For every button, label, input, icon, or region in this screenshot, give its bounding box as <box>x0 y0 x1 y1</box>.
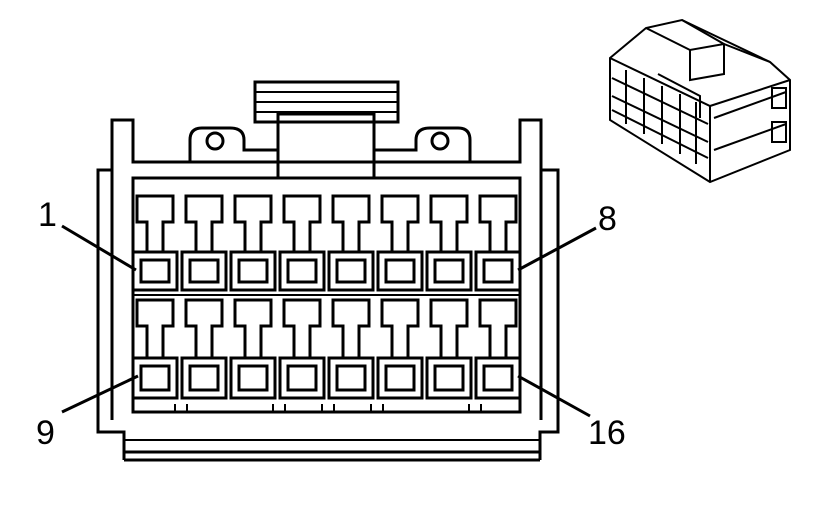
leader-line-pin-9 <box>61 374 139 414</box>
pin-label-9: 9 <box>36 414 55 452</box>
leader-line-pin-8 <box>517 226 597 272</box>
right-lock-tab <box>372 126 472 178</box>
pin-label-1: 1 <box>38 196 57 234</box>
pin-label-16: 16 <box>588 414 626 452</box>
connector-latch <box>253 80 400 180</box>
bottom-keys <box>174 404 482 413</box>
leader-line-pin-1 <box>61 224 137 272</box>
left-lock-tab <box>188 126 280 178</box>
pin-label-8: 8 <box>598 200 617 238</box>
row2-terminals <box>135 298 518 360</box>
connector-iso-view <box>609 18 791 184</box>
leader-line-pin-16 <box>517 374 591 418</box>
row2-pins <box>131 356 522 400</box>
row1-pins <box>131 250 522 292</box>
row1-terminals <box>135 194 518 254</box>
